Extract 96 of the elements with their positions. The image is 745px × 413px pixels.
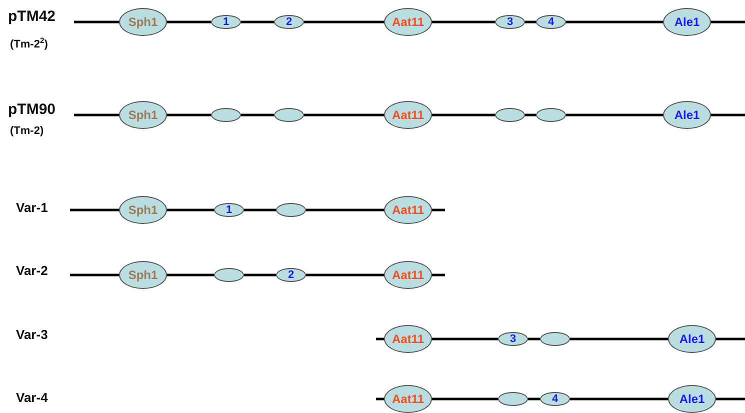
locus-name: 4 bbox=[552, 394, 558, 404]
locus-ellipse bbox=[384, 196, 432, 224]
locus-name: 1 bbox=[226, 204, 232, 216]
chromosome-line bbox=[74, 20, 119, 24]
locus-ellipse bbox=[498, 392, 528, 406]
chromosome-line bbox=[241, 20, 274, 24]
locus-ellipse bbox=[498, 332, 528, 346]
chromosome-line bbox=[528, 338, 540, 340]
chromosome-line bbox=[711, 114, 745, 116]
locus-ellipse bbox=[119, 261, 167, 289]
strain-label: Var-2 bbox=[16, 263, 48, 278]
chromosome-line bbox=[432, 114, 495, 116]
chromosome-line bbox=[432, 208, 445, 212]
locus-name: Ale1 bbox=[679, 333, 705, 345]
locus-ellipse bbox=[276, 203, 306, 217]
locus-name: Aat11 bbox=[392, 269, 424, 281]
locus-ellipse bbox=[211, 108, 241, 122]
locus-name: 3 bbox=[510, 334, 516, 344]
chromosome-line bbox=[711, 20, 745, 24]
chromosome-line bbox=[306, 274, 384, 276]
locus-ellipse bbox=[663, 8, 711, 36]
chromosome-line bbox=[525, 20, 536, 24]
locus-ellipse bbox=[536, 15, 566, 29]
strain-label: pTM42 bbox=[8, 8, 56, 25]
locus-name: Aat11 bbox=[392, 109, 424, 121]
strain-label: (Tm-2$^{2}$) bbox=[10, 36, 48, 51]
locus-ellipse bbox=[214, 268, 244, 282]
locus-name: Aat11 bbox=[392, 333, 424, 345]
strain-label: (Tm-2) bbox=[10, 125, 44, 137]
locus-ellipse bbox=[384, 385, 432, 413]
locus-ellipse bbox=[384, 261, 432, 289]
chromosome-line bbox=[244, 274, 276, 276]
chromosome-line bbox=[570, 338, 668, 340]
locus-name: 2 bbox=[288, 270, 294, 280]
locus-ellipse bbox=[119, 8, 167, 36]
chromosome-line bbox=[70, 208, 119, 212]
strain-label: Var-3 bbox=[16, 327, 48, 342]
locus-name: 4 bbox=[548, 16, 554, 28]
locus-name: 1 bbox=[222, 16, 230, 28]
locus-ellipse bbox=[495, 108, 525, 122]
strain-label: Var-4 bbox=[16, 390, 48, 405]
chromosome-line bbox=[525, 114, 536, 116]
locus-ellipse bbox=[119, 196, 167, 224]
locus-name: 2 bbox=[286, 16, 292, 28]
locus-ellipse bbox=[663, 101, 711, 129]
locus-ellipse bbox=[495, 15, 525, 29]
locus-name: Ale1 bbox=[674, 16, 700, 28]
locus-ellipse bbox=[276, 268, 306, 282]
chromosome-line bbox=[528, 398, 540, 400]
chromosome-line bbox=[716, 398, 745, 400]
locus-ellipse bbox=[540, 332, 570, 346]
locus-ellipse bbox=[274, 108, 304, 122]
locus-ellipse bbox=[668, 385, 716, 413]
chromosome-line bbox=[432, 274, 445, 276]
chromosome-line bbox=[570, 398, 668, 400]
locus-name: Sph1 bbox=[128, 204, 158, 216]
locus-ellipse bbox=[119, 101, 167, 129]
chromosome-line bbox=[241, 114, 274, 116]
chromosome-line bbox=[304, 114, 384, 116]
chromosome-line bbox=[244, 208, 276, 212]
locus-ellipse bbox=[384, 325, 432, 353]
locus-ellipse bbox=[211, 15, 241, 29]
locus-ellipse bbox=[668, 325, 716, 353]
locus-name: Ale1 bbox=[679, 393, 705, 405]
strain-label: Var-1 bbox=[16, 200, 48, 215]
chromosome-line bbox=[716, 338, 745, 340]
chromosome-line bbox=[432, 338, 498, 340]
locus-ellipse bbox=[540, 392, 570, 406]
locus-name: Sph1 bbox=[128, 109, 158, 121]
chromosome-line bbox=[566, 20, 663, 24]
chromosome-line bbox=[306, 208, 384, 212]
chromosome-line bbox=[167, 274, 214, 276]
chromosome-line bbox=[566, 114, 663, 116]
chromosome-line bbox=[304, 20, 384, 24]
strain-label: pTM90 bbox=[8, 101, 56, 118]
locus-ellipse bbox=[384, 101, 432, 129]
chromosome-line bbox=[167, 208, 214, 212]
chromosome-line bbox=[376, 398, 384, 400]
chromosome-line bbox=[74, 114, 119, 116]
locus-name: Sph1 bbox=[128, 269, 158, 281]
chromosome-line bbox=[70, 274, 119, 276]
chromosome-line bbox=[432, 398, 498, 400]
locus-ellipse bbox=[384, 8, 432, 36]
chromosome-line bbox=[167, 20, 211, 24]
locus-ellipse bbox=[536, 108, 566, 122]
locus-ellipse bbox=[274, 15, 304, 29]
locus-name: Sph1 bbox=[128, 16, 158, 28]
locus-name: Ale1 bbox=[674, 109, 700, 121]
locus-name: Aat11 bbox=[392, 393, 424, 405]
locus-name: 3 bbox=[506, 16, 514, 28]
chromosome-line bbox=[432, 20, 495, 24]
chromosome-line bbox=[167, 114, 211, 116]
chromosome-line bbox=[376, 338, 384, 340]
locus-name: Aat11 bbox=[392, 16, 424, 28]
locus-name: Aat11 bbox=[392, 204, 424, 216]
locus-ellipse bbox=[214, 203, 244, 217]
